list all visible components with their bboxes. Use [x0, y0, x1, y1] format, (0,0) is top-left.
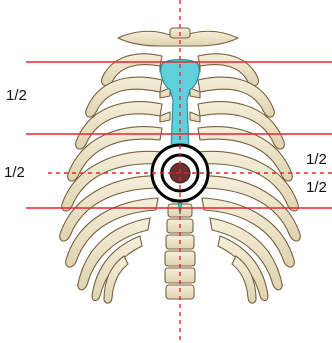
label-upper-left: 1/2 — [6, 87, 27, 104]
label-right-lower: 1/2 — [306, 179, 327, 196]
target-marker-icon — [152, 145, 208, 201]
label-right-upper: 1/2 — [306, 151, 327, 168]
label-middle-left: 1/2 — [4, 164, 25, 181]
